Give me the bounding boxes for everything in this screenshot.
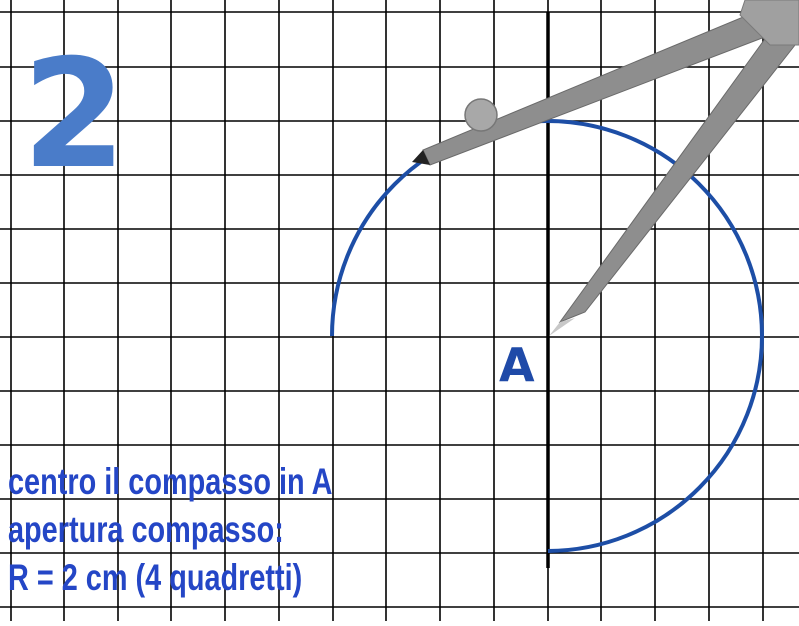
instructions-text: centro il compasso in A apertura compass… bbox=[8, 458, 332, 602]
compass-head bbox=[739, 0, 799, 46]
step-number: 2 bbox=[22, 28, 126, 202]
point-a-label: A bbox=[499, 338, 535, 392]
compass-needle-leg bbox=[558, 24, 799, 324]
compass-joint bbox=[464, 98, 498, 132]
instruction-line: R = 2 cm (4 quadretti) bbox=[8, 557, 303, 598]
compass-arc bbox=[330, 119, 764, 553]
instruction-line: centro il compasso in A bbox=[8, 461, 333, 502]
compass-icon bbox=[412, 0, 799, 336]
instruction-line: apertura compasso: bbox=[8, 509, 284, 550]
compass-needle-tip bbox=[549, 318, 575, 336]
compass-pencil-tip bbox=[412, 150, 430, 165]
